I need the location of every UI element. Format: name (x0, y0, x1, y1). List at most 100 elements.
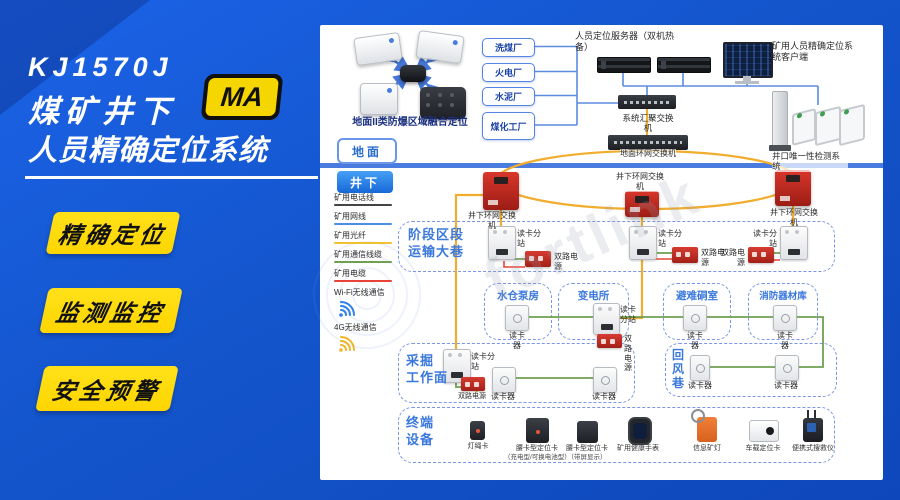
terminal-equipment-label: 终端 设备 (406, 415, 435, 447)
return-airway-label: 回风巷 (672, 348, 686, 390)
terminal-vehicle-card (749, 420, 779, 442)
terminal-info-mine-lamp-label: 信息矿灯 (693, 445, 721, 452)
card-reader-fire (773, 305, 797, 331)
dual-power-center (672, 247, 698, 263)
card-reader-mining-1 (492, 367, 516, 393)
fire-equipment-label: 消防器材库 (759, 291, 807, 302)
terminal-lamp-cord-card (470, 421, 485, 440)
section-transport-roadway (398, 221, 835, 272)
substation-room-label: 变电所 (577, 290, 610, 302)
zone-label-surface: 地面 (337, 138, 397, 164)
underground-ring-switch-right-label: 井下环网交换机 (770, 208, 818, 227)
legend-item-4g: 4G无线通信 (334, 323, 377, 332)
reader-substation-right-label: 读卡分站 (753, 229, 777, 248)
terminal-waist-card-b-label: 腰卡型定位卡 （带屏显示） (566, 445, 608, 461)
section-return-airway (665, 343, 837, 397)
surface-ring-switch (608, 135, 688, 150)
underground-ring-switch-center-label: 井下环网交换机 (614, 172, 666, 192)
underground-ring-switch-left-label: 井下环网交换机 (468, 211, 516, 230)
card-reader-mining-1-label: 读卡器 (491, 392, 515, 401)
turnstile-base (769, 145, 791, 151)
card-reader-mining-2 (593, 367, 617, 393)
terminal-waist-card-a-label: 腰卡型定位卡 （充电型/可换电池型） (504, 445, 571, 461)
terminal-search-instrument (803, 410, 823, 442)
section-terminal-equipment (398, 407, 835, 463)
refuge-chamber-label: 避难硐室 (676, 290, 718, 302)
section-substation-room: 变电所 (558, 283, 629, 340)
terminal-info-mine-lamp (691, 409, 717, 442)
reader-substation-center-label: 读卡分站 (658, 229, 682, 248)
card-reader-pump-label: 读卡器 (509, 331, 525, 350)
legend-item-comm-cable: 矿用通信线缆 (334, 250, 392, 264)
fusion-dark-device (420, 87, 466, 119)
terminal-waist-card-b (577, 421, 598, 443)
plant-box-thermal-power: 火电厂 (482, 63, 535, 82)
dual-power-left-label: 双路电源 (554, 252, 578, 271)
legend-bar-power (334, 279, 392, 283)
aggregation-switch (618, 95, 676, 109)
legend-item-power-cable: 矿用电缆 (334, 269, 392, 283)
turnstile-gate-3 (839, 103, 865, 147)
legend-bar-fiber (334, 241, 392, 245)
section-transport-roadway-label: 阶段区段运输大巷 (408, 227, 465, 259)
reader-substation-left-label: 读卡分站 (517, 229, 541, 248)
wifi-icon (339, 301, 355, 317)
card-reader-airway-2-label: 读卡器 (774, 381, 798, 390)
feature-badge-warning: 安全预警 (35, 366, 179, 411)
fusion-white-device (360, 83, 398, 115)
card-reader-fire-label: 读卡器 (777, 331, 793, 350)
product-model: KJ1570J (28, 52, 173, 82)
pump-room-label: 水仓泵房 (497, 290, 539, 302)
turnstile-pillar (772, 91, 788, 149)
legend-item-optical-fiber: 矿用光纤 (334, 231, 392, 245)
turnstile-gate-2 (815, 105, 841, 147)
legend-bar-network (334, 222, 392, 226)
card-reader-airway-2 (775, 355, 799, 381)
card-reader-airway-1-label: 读卡器 (688, 381, 712, 390)
surface-underground-divider (320, 163, 883, 168)
legend-item-phone-line: 矿用电话线 (334, 193, 392, 207)
terminal-search-instrument-label: 便携式搜救仪 (792, 445, 834, 452)
surface-network-lines (533, 45, 819, 126)
server-rack-2 (657, 57, 711, 73)
terminal-lamp-cord-card-label: 灯绳卡 (467, 443, 489, 450)
system-diagram-panel: 地面II类防爆区域融合定位 地面 井下 洗煤厂 火电厂 水泥厂 煤化工厂 人员定… (302, 25, 883, 480)
reader-substation-power-room (593, 303, 620, 335)
4g-icon (339, 336, 355, 352)
card-reader-mining-2-label: 读卡器 (592, 392, 616, 401)
monitor-stand (743, 76, 751, 81)
ma-logo-face: MA (205, 78, 279, 116)
card-reader-pump (505, 305, 529, 331)
aggregation-switch-label: 系统汇聚交换机 (622, 113, 674, 134)
plant-box-coal-chemical: 煤化工厂 (482, 112, 535, 140)
client-monitor (723, 42, 773, 78)
client-label: 矿用人员精确定位系统客户端 (772, 41, 854, 62)
plant-box-cement: 水泥厂 (482, 87, 535, 106)
zone-label-underground: 井下 (337, 171, 393, 193)
title-line1: 煤矿井下 (28, 94, 176, 129)
dual-power-mining-label: 双路电源 (458, 393, 486, 400)
plant-box-coal-washing: 洗煤厂 (482, 38, 535, 57)
turnstile-label: 井口唯一性检测系统 (772, 151, 848, 172)
reader-substation-mining-label: 读卡分站 (471, 352, 495, 371)
card-reader-refuge-label: 读卡器 (687, 331, 703, 350)
terminal-health-watch-label: 矿用健康手表 (617, 445, 659, 452)
reader-substation-power-room-label: 读卡分站 (620, 305, 636, 324)
section-mining-face (398, 343, 635, 403)
legend-bar-comm (334, 260, 392, 264)
underground-ring-switch-right (775, 170, 811, 206)
dual-power-left (525, 251, 551, 267)
dual-power-substation-room-label: 双路电源 (624, 334, 632, 373)
dual-power-mining (461, 377, 485, 391)
title-underline (25, 176, 318, 179)
section-fire-equipment: 消防器材库 (748, 283, 818, 340)
fusion-hub-device (400, 65, 426, 82)
dual-power-substation-room (597, 334, 622, 348)
ma-certification-logo: MA (200, 74, 284, 120)
surface-ring-switch-label: 地面环网交换机 (620, 149, 676, 159)
dual-power-right (748, 247, 774, 263)
card-reader-airway-1 (690, 355, 710, 381)
terminal-vehicle-card-label: 车载定位卡 (745, 445, 781, 452)
card-reader-refuge (683, 305, 707, 331)
